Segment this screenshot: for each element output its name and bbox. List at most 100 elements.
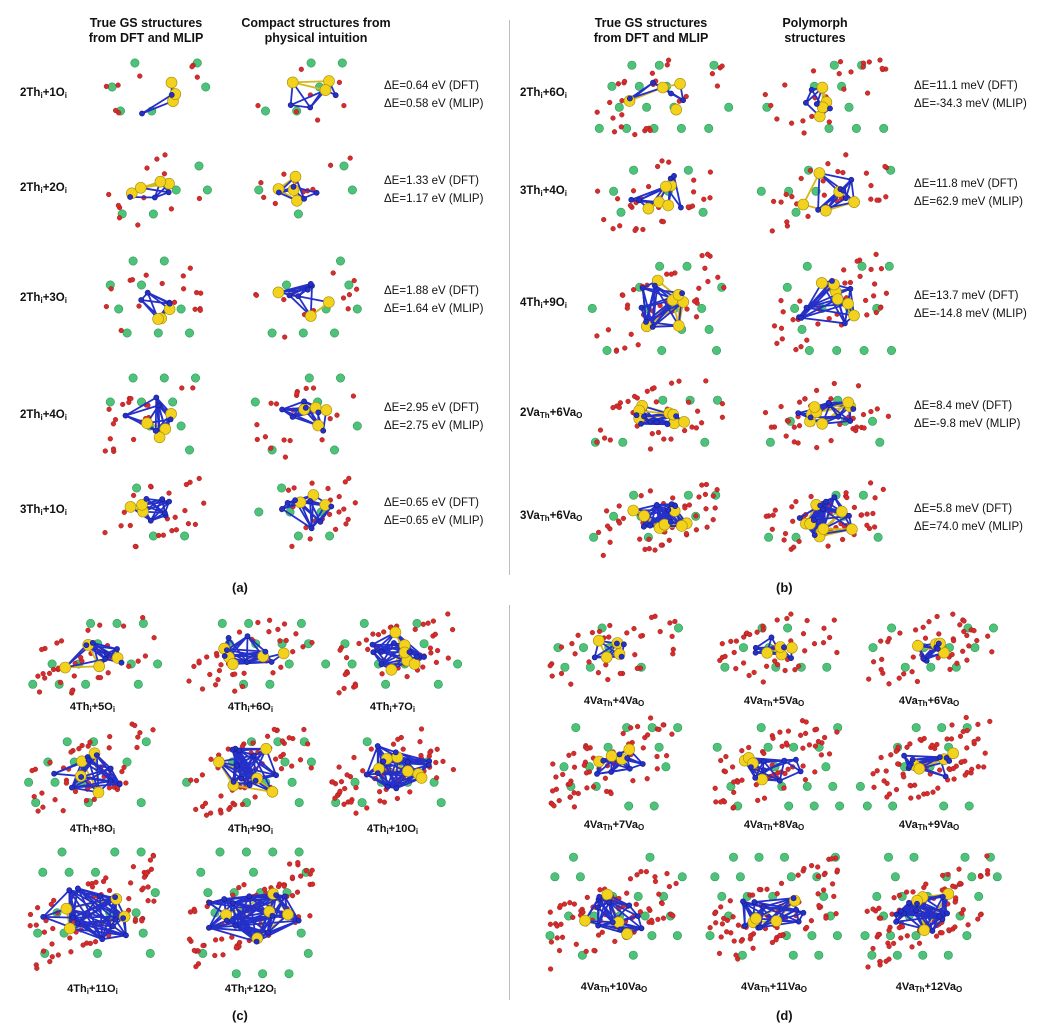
oxygen-atom: [951, 776, 957, 782]
oxygen-atom: [809, 113, 815, 120]
defect-o-atom: [673, 413, 679, 419]
oxygen-atom: [159, 280, 165, 287]
defect-bond: [608, 901, 643, 930]
oxygen-atom: [607, 539, 613, 545]
defect-bond: [645, 285, 656, 323]
th-lattice-atom: [658, 395, 668, 405]
label-subscript: Th: [762, 823, 773, 832]
defect-bond: [754, 901, 797, 911]
defect-th-atom: [676, 520, 688, 532]
oxygen-atom: [595, 932, 602, 938]
oxygen-atom: [188, 777, 194, 783]
label-text: +10Va: [609, 981, 642, 993]
oxygen-atom: [860, 411, 867, 418]
defect-th-atom: [678, 416, 690, 428]
label-text: 2Th: [20, 86, 41, 99]
oxygen-atom: [346, 292, 353, 298]
oxygen-atom: [923, 881, 929, 887]
oxygen-atom: [718, 934, 724, 940]
oxygen-atom: [647, 446, 654, 452]
oxygen-atom: [282, 454, 289, 460]
defect-th-atom: [389, 626, 402, 639]
oxygen-atom: [645, 183, 652, 190]
oxygen-atom: [872, 495, 878, 501]
defect-o-atom: [159, 496, 166, 503]
defect-bond: [240, 755, 255, 780]
oxygen-atom: [255, 102, 261, 109]
oxygen-atom: [860, 64, 866, 70]
panel-d-item-label: 4VaTh+11VaO: [741, 981, 807, 994]
oxygen-atom: [841, 267, 847, 273]
oxygen-atom: [603, 662, 609, 668]
oxygen-atom: [557, 903, 564, 909]
defect-o-atom: [817, 502, 824, 509]
defect-o-atom: [75, 885, 81, 892]
oxygen-atom: [985, 868, 991, 874]
oxygen-atom: [434, 647, 441, 654]
defect-o-atom: [793, 906, 799, 913]
defect-th-atom: [226, 658, 239, 670]
defect-o-atom: [829, 277, 835, 284]
label-text: 4Va: [583, 695, 603, 707]
defect-bond: [762, 760, 781, 782]
oxygen-atom: [683, 530, 690, 537]
label-text: +11O: [88, 983, 116, 995]
oxygen-atom: [605, 676, 611, 683]
th-lattice-atom: [724, 102, 734, 112]
oxygen-atom: [115, 202, 122, 209]
oxygen-atom: [899, 924, 906, 930]
oxygen-atom: [760, 627, 766, 633]
panel-c-structure: [178, 610, 323, 698]
defect-o-atom: [406, 649, 413, 655]
defect-th-atom: [848, 196, 860, 208]
oxygen-atom: [294, 390, 300, 396]
oxygen-atom: [624, 305, 630, 311]
defect-o-atom: [760, 903, 767, 910]
th-lattice-atom: [887, 346, 897, 356]
defect-o-atom: [295, 293, 302, 300]
oxygen-atom: [883, 290, 890, 296]
panel-d-caption: (d): [776, 1008, 793, 1023]
structure-render: [182, 726, 316, 818]
oxygen-atom: [877, 305, 884, 311]
defect-th-atom: [592, 634, 605, 647]
oxygen-atom: [640, 226, 646, 233]
oxygen-atom: [418, 726, 425, 732]
oxygen-atom: [784, 219, 790, 225]
oxygen-atom: [352, 683, 359, 689]
th-lattice-atom: [185, 445, 195, 455]
defect-o-atom: [122, 412, 129, 419]
defect-o-atom: [378, 661, 385, 668]
th-lattice-atom: [589, 532, 599, 542]
oxygen-atom: [959, 910, 965, 916]
oxygen-atom: [831, 617, 837, 623]
th-lattice-atom: [609, 186, 619, 196]
oxygen-atom: [896, 892, 903, 898]
oxygen-atom: [233, 945, 239, 951]
defect-bond: [779, 770, 801, 782]
oxygen-atom: [950, 883, 956, 889]
defect-o-atom: [760, 758, 767, 765]
th-lattice-atom: [304, 373, 314, 383]
oxygen-atom: [668, 436, 674, 442]
oxygen-atom: [963, 714, 969, 721]
th-lattice-atom: [738, 643, 748, 653]
oxygen-atom: [71, 673, 77, 679]
oxygen-atom: [696, 494, 702, 500]
oxygen-atom: [863, 170, 870, 176]
defect-o-atom: [107, 778, 114, 784]
oxygen-atom: [338, 779, 345, 785]
oxygen-atom: [215, 677, 221, 683]
oxygen-atom: [360, 768, 366, 774]
defect-th-atom: [134, 181, 147, 194]
panel-b-energy-block: ΔE=13.7 meV (DFT)ΔE=-14.8 meV (MLIP): [914, 287, 1027, 323]
defect-o-atom: [225, 634, 232, 641]
oxygen-atom: [289, 763, 295, 769]
oxygen-atom: [241, 882, 247, 888]
defect-th-atom: [136, 498, 148, 511]
label-subscript: i: [540, 301, 543, 310]
th-lattice-atom: [81, 679, 91, 689]
defect-bond: [109, 768, 121, 785]
label-subscript: O: [797, 699, 805, 708]
label-subscript: i: [273, 987, 277, 996]
